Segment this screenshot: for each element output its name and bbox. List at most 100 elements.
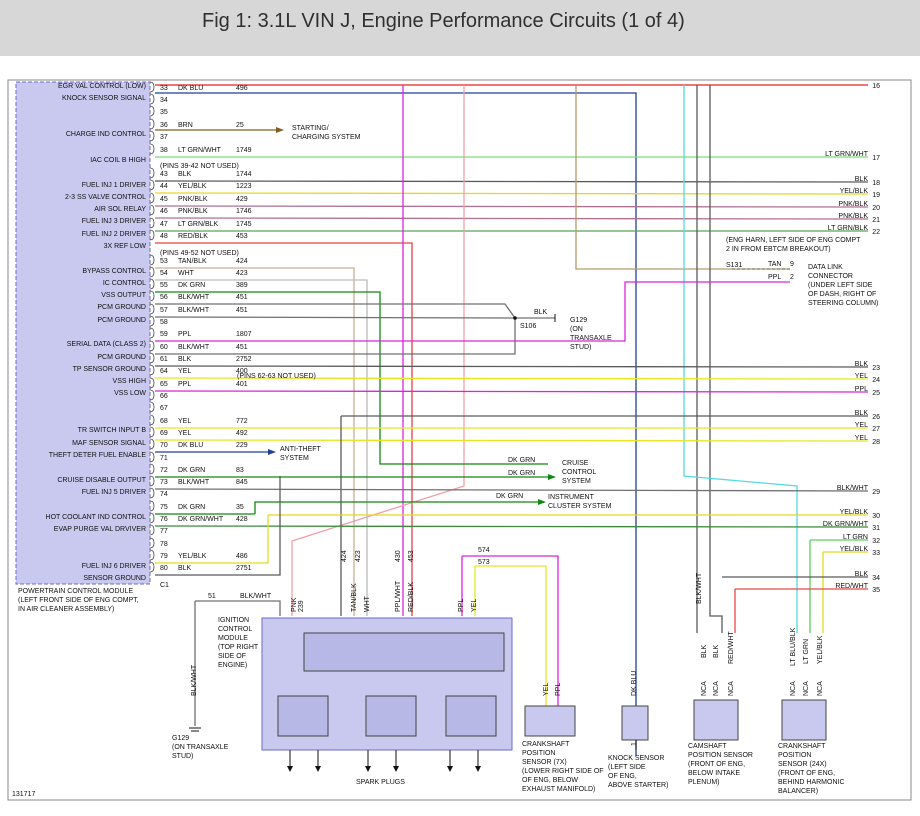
knock-sensor-label: KNOCK SENSOR [608,755,664,762]
icm-wire-label: RED/BLK [408,582,415,612]
pin-wire-color: PPL [178,381,191,388]
pin-wire-color: DK GRN [178,282,205,289]
pin-wire-color: LT GRN/WHT [178,147,222,154]
wire-end-color: YEL [855,422,868,429]
pcm-signal-label: FUEL INJ 2 DRIVER [82,231,146,238]
crankshaft-24x-sensor [781,699,827,741]
pin-number: 44 [160,183,168,190]
pin-bracket [149,229,155,241]
icm-wire-label: PPL [458,599,465,612]
wire-574 [462,555,559,706]
pin-circuit: 401 [236,381,248,388]
g129-label: (ON [570,326,583,333]
g129-label: G129 [570,317,587,324]
dlc-tan-label: TAN [768,261,781,268]
spark-arrow [287,766,293,772]
pcm-signal-label: TP SENSOR GROUND [73,366,146,373]
pin-number: 58 [160,319,168,326]
wire-end-color: BLK [855,571,869,578]
spark-arrow [365,766,371,772]
pin-number: 68 [160,418,168,425]
pin-bracket [149,352,155,364]
pin-wire-color: PNK/BLK [178,196,208,203]
pin-circuit: 1223 [236,183,252,190]
data-link-connector-label: OF DASH, RIGHT OF [808,291,876,298]
pin-number: 33 [160,85,168,92]
wire-3xref [155,242,413,616]
pin-bracket [149,315,155,327]
pin-bracket [149,266,155,278]
wire-end-number: 20 [872,205,880,212]
pins-not-used: (PINS 62-63 NOT USED) [237,373,316,380]
wire-bypass [155,267,355,616]
instrument-cluster-label: CLUSTER SYSTEM [548,503,612,510]
pin-number: 67 [160,405,168,412]
pin-number: 46 [160,208,168,215]
pin-bracket [149,204,155,216]
wire-end-number: 28 [872,439,880,446]
wire-end-color: YEL [855,373,868,380]
pcm-signal-label: FUEL INJ 5 DRIVER [82,489,146,496]
nca-label: NCA [713,681,720,696]
pcm-name: IN AIR CLEANER ASSEMBLY) [18,606,114,613]
instrument-cluster-label: INSTRUMENT [548,494,595,501]
icm-label: SIDE OF [218,653,246,660]
pin-circuit: 1807 [236,331,252,338]
pin-bracket [149,438,155,450]
pin-number: 36 [160,122,168,129]
ignition-coil [445,695,497,737]
pin-wire-color: BRN [178,122,193,129]
wire-end-number: 32 [872,538,880,545]
nca-label: NCA [790,681,797,696]
icm-label: ENGINE) [218,662,247,669]
pin-number: 45 [160,196,168,203]
crank7x-wire: YEL [543,683,550,696]
wire-18 [154,180,869,183]
anti-theft-label: ANTI-THEFT [280,446,322,453]
cruise-control-label: SYSTEM [562,478,591,485]
icm-circuit-label: 453 [408,550,415,562]
pcm-name: (LEFT FRONT SIDE OF ENG COMPT, [18,597,139,604]
figure-id: 131717 [12,791,35,798]
pin-bracket [149,537,155,549]
pcm-signal-label: SERIAL DATA (CLASS 2) [67,341,146,348]
spark-arrow [393,766,399,772]
pin-bracket [149,143,155,155]
pin-bracket [149,389,155,401]
data-link-connector-label: CONNECTOR [808,273,853,280]
pin-wire-color: RED/BLK [178,233,208,240]
pin-wire-color: PNK/BLK [178,208,208,215]
arrow [538,499,546,505]
icm-label: MODULE [218,635,248,642]
dk-grn-label: DK GRN [496,493,523,500]
pin-number: 76 [160,516,168,523]
pin-wire-color: PPL [178,331,191,338]
pin-bracket [149,278,155,290]
wire-knock [155,92,637,756]
pin-number: 59 [160,331,168,338]
dlc-pin-label: 2 [790,274,794,281]
crank-7x-label: SENSOR (7X) [522,759,567,766]
wire-end-color: LT GRN/WHT [825,151,869,158]
pcm-signal-label: HOT COOLANT IND CONTROL [46,514,147,521]
labels: POWERTRAIN CONTROL MODULE(LEFT FRONT SID… [12,83,880,798]
wire-end-color: DK GRN/WHT [823,521,869,528]
pin-circuit: 423 [236,270,248,277]
pcm-signal-label: IAC COIL B HIGH [90,157,146,164]
wire-end-number: 18 [872,180,880,187]
pin-wire-color: DK BLU [178,442,203,449]
nca-label: NCA [728,681,735,696]
wire-end-color: YEL/BLK [840,188,869,195]
pin-bracket [149,414,155,426]
wire-24 [154,377,869,380]
pin-bracket [149,500,155,512]
wire-end-number: 27 [872,426,880,433]
crank24x-wire: YEL/BLK [817,635,824,664]
wire-end-number: 33 [872,550,880,557]
crankshaft-7x-sensor [524,705,576,737]
icm-label: IGNITION [218,617,249,624]
diagram-frame [7,79,912,801]
icm-label: (TOP RIGHT [218,644,259,651]
pin-wire-color: BLK [178,565,192,572]
anti-theft-label: SYSTEM [280,455,309,462]
